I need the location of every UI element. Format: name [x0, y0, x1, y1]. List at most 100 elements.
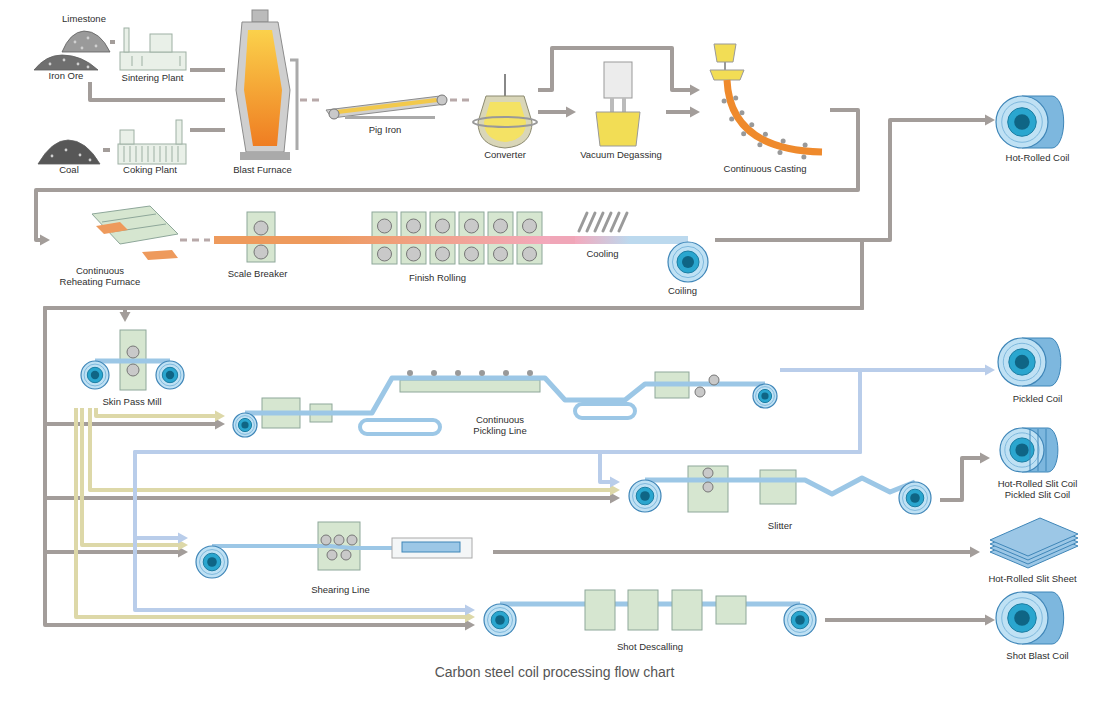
cooling-pipe [611, 213, 619, 231]
material-pile [38, 140, 100, 164]
flow-line [600, 370, 860, 482]
flow-line [45, 240, 862, 625]
process-stage: Pickled Coil [995, 335, 1080, 405]
building-detail [142, 56, 143, 66]
stage-label: Hot-Rolled Slit Coil [997, 479, 1079, 490]
flow-line [666, 110, 693, 114]
building-detail [172, 146, 173, 162]
arrowhead [985, 115, 995, 126]
label-group: Pickled Coil [995, 394, 1080, 405]
strand-roller [729, 116, 734, 121]
machine-base [345, 116, 435, 119]
process-stage: Finish Rolling [325, 206, 550, 284]
roll [254, 221, 268, 235]
arrowhead [690, 85, 700, 96]
process-stage: Blast Furnace [225, 8, 300, 176]
coil-ring [1009, 349, 1035, 375]
coil-hole [495, 615, 505, 625]
label-group: Skin Pass Mill [72, 397, 192, 408]
pile-grain [49, 63, 52, 66]
blast-cabinet [672, 590, 702, 630]
flow-line [493, 550, 973, 554]
coil-ring [677, 251, 699, 273]
stage-label: Continuous Casting [723, 164, 808, 175]
cooling-pipe [619, 213, 627, 231]
process-stage: Continuous Reheating Furnace [50, 200, 180, 292]
flow-line [940, 458, 983, 500]
flow-line [180, 239, 210, 242]
dust-collector [716, 596, 746, 624]
coil-ring [791, 611, 809, 629]
coil-hole [207, 557, 217, 567]
roll [437, 95, 447, 105]
process-stage: Scale Breaker [210, 205, 305, 280]
strand-roller [803, 142, 808, 147]
reheating-furnace [92, 206, 178, 244]
roll [341, 550, 351, 560]
flow-line [538, 48, 693, 90]
stage-label: Hot-Rolled Coil [1005, 153, 1071, 164]
label-group: Coiling [650, 286, 715, 297]
flow-line [110, 40, 115, 44]
strand-roller [757, 142, 762, 147]
roll [127, 346, 139, 358]
pig-iron-moulds [336, 98, 438, 114]
blast-cabinet [585, 590, 615, 630]
flow-line [103, 148, 110, 152]
process-stage: Shearing Line [188, 512, 493, 596]
building-detail [180, 56, 181, 66]
process-stage: Sintering Plant [115, 22, 190, 84]
strand-roller [741, 131, 746, 136]
stage-label: Coal [58, 165, 80, 176]
coil-hole [795, 615, 805, 625]
strip-loop [360, 420, 440, 434]
flow-line [45, 240, 862, 498]
nozzle [724, 62, 726, 70]
roll [703, 468, 713, 478]
building-detail [124, 146, 125, 162]
material-pile [62, 31, 110, 52]
tank-roller [455, 370, 461, 376]
blast-cabinet [628, 590, 658, 630]
flow-line [135, 370, 860, 610]
coil-face [998, 338, 1046, 386]
stage-label: Vacuum Degassing [579, 150, 663, 161]
coil-ring [159, 364, 181, 386]
cut-sheet [402, 542, 460, 552]
converter-shell [478, 96, 532, 148]
coil-ring [633, 484, 658, 509]
furnace-base [240, 152, 290, 160]
coil-hole [241, 421, 248, 428]
strand-roller [749, 122, 754, 127]
pile-grain [79, 154, 82, 157]
coil-face [81, 361, 109, 389]
process-stage: Hot-Rolled Slit CoilPickled Slit Coil [990, 425, 1085, 501]
coil-face [753, 384, 777, 408]
flow-line [90, 82, 225, 100]
plant-building [118, 144, 186, 164]
arrowhead [120, 312, 131, 322]
material-pile [34, 55, 98, 70]
strand-roller [763, 132, 768, 137]
strand-roller [739, 110, 744, 115]
flow-line [190, 68, 225, 72]
stage-label: Finish Rolling [408, 273, 467, 284]
tank-roller [431, 370, 437, 376]
stage-label: Skin Pass Mill [101, 397, 162, 408]
process-stage: Cooling [575, 208, 630, 260]
building-detail [142, 146, 143, 162]
coil-ring [903, 486, 928, 511]
label-group: Continuous Casting [700, 164, 830, 175]
process-stage: Converter [472, 72, 538, 161]
flow-line [125, 240, 862, 315]
coil-ring [84, 364, 106, 386]
label-group: Converter [472, 150, 538, 161]
coil-hole [640, 491, 650, 501]
pile-grain [81, 47, 84, 50]
stage-label: Continuous Reheating Furnace [54, 266, 146, 288]
roll [523, 247, 537, 261]
coil-ring [1005, 433, 1039, 467]
mill-stand [688, 466, 728, 512]
arrowhead [465, 605, 475, 616]
label-group: Shot Descalling [475, 642, 825, 653]
